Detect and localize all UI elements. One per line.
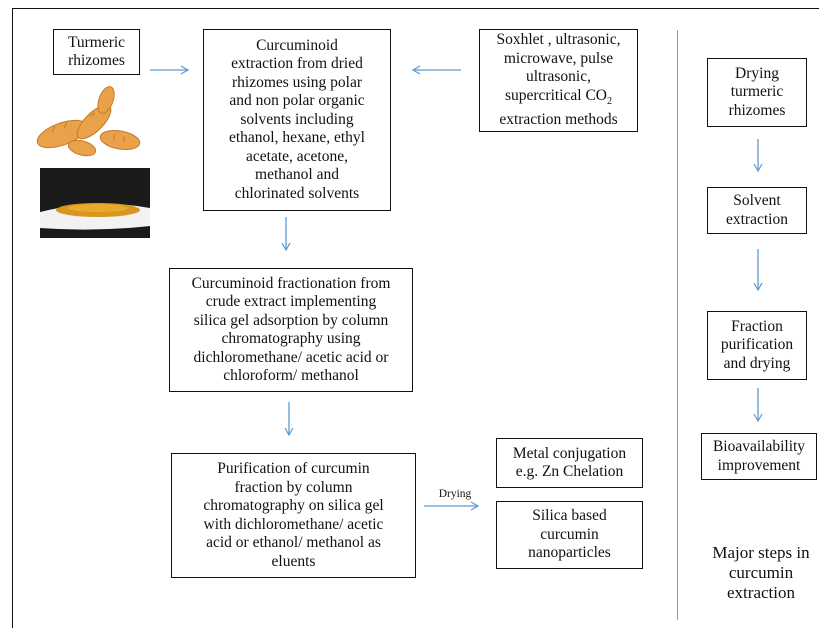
metal-conjugation-text: Metal conjugation e.g. Zn Chelation bbox=[512, 444, 627, 481]
extraction-methods-box: Soxhlet , ultrasonic, microwave, pulse u… bbox=[479, 29, 638, 132]
turmeric-rhizomes-box: Turmeric rhizomes bbox=[53, 29, 140, 75]
metal-conjugation-box: Metal conjugation e.g. Zn Chelation bbox=[496, 438, 643, 488]
curcuminoid-extraction-text: Curcuminoid extraction from dried rhizom… bbox=[228, 36, 365, 202]
bioavailability-box: Bioavailability improvement bbox=[701, 433, 817, 480]
solvent-extraction-text: Solvent extraction bbox=[726, 192, 788, 228]
curcuminoid-extraction-box: Curcuminoid extraction from dried rhizom… bbox=[203, 29, 391, 211]
solvent-extraction-box: Solvent extraction bbox=[707, 187, 807, 234]
turmeric-rhizome-image bbox=[36, 86, 141, 157]
extraction-methods-tail: extraction methods bbox=[499, 111, 618, 129]
drying-rhizomes-box: Drying turmeric rhizomes bbox=[707, 58, 807, 127]
turmeric-powder-image bbox=[40, 168, 150, 238]
major-steps-caption: Major steps in curcumin extraction bbox=[712, 543, 810, 602]
fraction-purification-box: Fraction purification and drying bbox=[707, 311, 807, 380]
figure-frame bbox=[12, 8, 819, 628]
purification-text: Purification of curcumin fraction by col… bbox=[203, 460, 384, 570]
drying-rhizomes-text: Drying turmeric rhizomes bbox=[728, 64, 786, 119]
purification-box: Purification of curcumin fraction by col… bbox=[171, 453, 416, 578]
silica-nanoparticles-box: Silica based curcumin nanoparticles bbox=[496, 501, 643, 569]
drying-arrow-label: Drying bbox=[438, 488, 472, 500]
fractionation-text: Curcuminoid fractionation from crude ext… bbox=[191, 274, 391, 385]
fraction-purification-text: Fraction purification and drying bbox=[720, 317, 794, 372]
fractionation-box: Curcuminoid fractionation from crude ext… bbox=[169, 268, 413, 392]
turmeric-rhizomes-text: Turmeric rhizomes bbox=[67, 33, 126, 70]
extraction-methods-text: Soxhlet , ultrasonic, microwave, pulse u… bbox=[497, 31, 621, 130]
silica-nanoparticles-text: Silica based curcumin nanoparticles bbox=[528, 507, 611, 562]
co2-subscript: 2 bbox=[607, 95, 612, 107]
section-divider bbox=[677, 30, 678, 620]
bioavailability-text: Bioavailability improvement bbox=[712, 438, 806, 474]
extraction-methods-main: Soxhlet , ultrasonic, microwave, pulse u… bbox=[496, 31, 621, 104]
